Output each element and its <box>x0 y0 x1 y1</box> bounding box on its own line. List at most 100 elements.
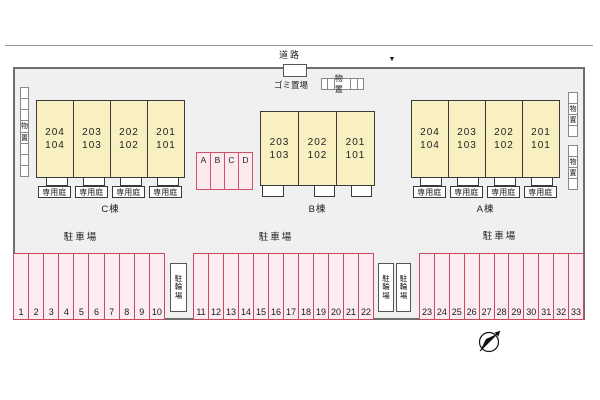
building-a: 204104専用庭203103専用庭202102専用庭201101専用庭 <box>411 100 560 178</box>
storage-cell <box>569 93 577 104</box>
storage-cell <box>569 126 577 136</box>
parking-stall-6: 6 <box>88 254 103 319</box>
stall-number: 18 <box>299 307 313 317</box>
stall-number: 29 <box>509 307 523 317</box>
stall-number: 19 <box>314 307 328 317</box>
storage-cell <box>21 155 28 166</box>
stall-number: 26 <box>465 307 479 317</box>
stall-number: 12 <box>209 307 223 317</box>
stall-number: 8 <box>120 307 134 317</box>
private-garden-label: 専用庭 <box>75 186 108 198</box>
road-label: 道路 <box>262 48 318 61</box>
carport-A: A <box>197 153 210 189</box>
parking-stall-33: 33 <box>568 254 583 319</box>
unit-number-label: 202102 <box>494 126 514 152</box>
carport-D: D <box>238 153 252 189</box>
parking-stall-13: 13 <box>223 254 238 319</box>
parking-stall-15: 15 <box>253 254 268 319</box>
storage-label-cell: 物 <box>21 121 28 132</box>
stall-number: 23 <box>420 307 434 317</box>
parking-stall-22: 22 <box>358 254 373 319</box>
unit-number-label: 203103 <box>82 126 102 152</box>
unit-porch <box>314 185 335 197</box>
stall-number: 30 <box>524 307 538 317</box>
stall-number: 16 <box>269 307 283 317</box>
bicycle-parking-center-2: 駐輪場 <box>396 263 411 312</box>
parking-stall-20: 20 <box>328 254 343 319</box>
storage-cell <box>21 166 28 176</box>
parking-stall-27: 27 <box>479 254 494 319</box>
unit-porch <box>46 177 68 186</box>
building-a-label: A棟 <box>411 201 560 215</box>
stall-number: 7 <box>105 307 119 317</box>
unit-number-label: 201101 <box>156 126 176 152</box>
storage-cell <box>21 99 28 110</box>
unit-203-103: 203103 <box>261 112 298 185</box>
storage-shed-right-bottom: 物置 <box>568 145 578 190</box>
private-garden-label: 専用庭 <box>38 186 71 198</box>
storage-cell <box>569 179 577 189</box>
storage-label-cell: 置 <box>21 133 28 144</box>
stall-number: 22 <box>359 307 373 317</box>
parking-stall-28: 28 <box>494 254 509 319</box>
private-garden-label: 専用庭 <box>524 186 557 198</box>
parking-stall-18: 18 <box>298 254 313 319</box>
unit-porch <box>351 185 372 197</box>
bicycle-label-char: 場 <box>175 292 183 301</box>
storage-cell <box>21 88 28 99</box>
parking-stall-16: 16 <box>268 254 283 319</box>
stall-number: 17 <box>284 307 298 317</box>
bicycle-parking-center-1: 駐輪場 <box>378 263 394 312</box>
entrance-marker-icon: ▼ <box>385 56 399 63</box>
stall-number: 3 <box>44 307 58 317</box>
storage-label-cell: 物 <box>569 104 577 115</box>
unit-porch <box>83 177 105 186</box>
parking-stall-31: 31 <box>538 254 553 319</box>
parking-stall-25: 25 <box>449 254 464 319</box>
building-c: 204104専用庭203103専用庭202102専用庭201101専用庭 <box>36 100 185 178</box>
unit-number-label: 202102 <box>308 136 328 162</box>
building-c-label: C棟 <box>36 201 185 215</box>
unit-203-103: 203103専用庭 <box>448 101 485 177</box>
parking-area-label-right: 駐車場 <box>465 228 535 242</box>
unit-porch <box>494 177 516 186</box>
unit-202-102: 202102専用庭 <box>110 101 147 177</box>
stall-number: 32 <box>554 307 568 317</box>
stall-number: 9 <box>135 307 149 317</box>
parking-section-center: 111213141516171819202122 <box>193 253 374 320</box>
stall-number: 21 <box>344 307 358 317</box>
unit-number-label: 203103 <box>270 136 290 162</box>
private-garden-label: 専用庭 <box>413 186 446 198</box>
parking-section-right: 2324252627282930313233 <box>419 253 584 320</box>
parking-stall-29: 29 <box>508 254 523 319</box>
storage-cell <box>21 144 28 155</box>
unit-number-label: 204104 <box>420 126 440 152</box>
storage-label-cell: 物 <box>569 157 577 168</box>
carport-B: B <box>210 153 224 189</box>
private-garden-label: 専用庭 <box>112 186 145 198</box>
parking-stall-30: 30 <box>523 254 538 319</box>
stall-number: 25 <box>450 307 464 317</box>
stall-number: 2 <box>29 307 43 317</box>
stall-number: 5 <box>74 307 88 317</box>
unit-201-101: 201101専用庭 <box>147 101 184 177</box>
building-b: 203103 202102 201101 <box>260 111 375 186</box>
parking-stall-21: 21 <box>343 254 358 319</box>
storage-label-cell: 物置 <box>335 79 351 89</box>
parking-stall-32: 32 <box>553 254 568 319</box>
building-b-label: B棟 <box>260 201 375 215</box>
unit-porch <box>157 177 179 186</box>
unit-porch <box>262 185 283 197</box>
storage-label-cell: 置 <box>569 168 577 179</box>
stall-number: 6 <box>89 307 103 317</box>
unit-number-label: 201101 <box>346 136 366 162</box>
carport-C: C <box>224 153 238 189</box>
parking-area-label-left: 駐車場 <box>46 229 116 243</box>
storage-label-cell: 置 <box>569 115 577 126</box>
unit-201-101: 201101専用庭 <box>522 101 559 177</box>
private-garden-label: 専用庭 <box>487 186 520 198</box>
unit-203-103: 203103専用庭 <box>73 101 110 177</box>
parking-stall-11: 11 <box>194 254 208 319</box>
unit-number-label: 201101 <box>531 126 551 152</box>
